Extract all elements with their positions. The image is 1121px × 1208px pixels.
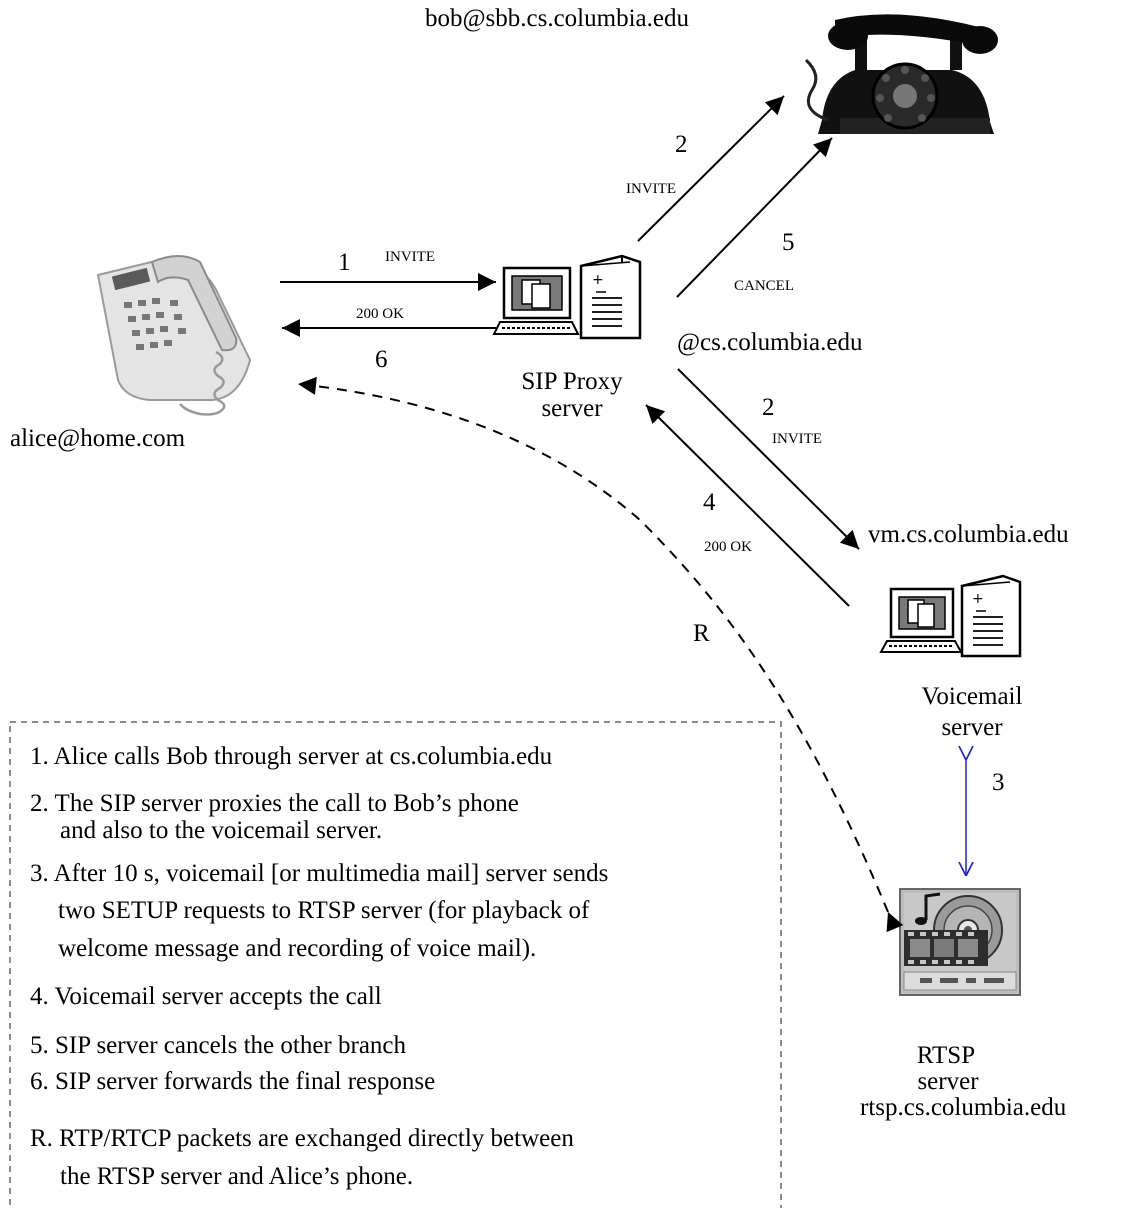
vm-name-label: Voicemail	[922, 683, 1023, 710]
rtsp-server-icon	[899, 888, 1021, 996]
arrow-5-cancel	[676, 137, 833, 298]
note-6: 6. SIP server forwards the final respons…	[30, 1068, 435, 1095]
edge-r-label: R	[693, 620, 710, 647]
rtsp-name-label-2: server	[917, 1068, 979, 1095]
proxy-name-label-2: server	[541, 395, 603, 422]
edge-3-number: 3	[992, 769, 1005, 796]
edge-5-label: CANCEL	[734, 278, 794, 294]
note-3: 3. After 10 s, voicemail [or multimedia …	[30, 860, 608, 887]
bob-address-label: bob@sbb.cs.columbia.edu	[425, 5, 689, 32]
proxy-name-label: SIP Proxy	[521, 368, 623, 395]
note-r2: the RTSP server and Alice’s phone.	[60, 1163, 413, 1190]
note-3c: welcome message and recording of voice m…	[58, 935, 536, 962]
note-2: 2. The SIP server proxies the call to Bo…	[30, 790, 519, 817]
note-1: 1. Alice calls Bob through server at cs.…	[30, 743, 553, 770]
rtsp-name-label: RTSP	[917, 1042, 975, 1069]
svg-text:+: +	[972, 591, 984, 607]
arrow-r-rtp-path	[297, 376, 904, 933]
edge-1-label: INVITE	[385, 249, 435, 265]
edge-4-label: 200 OK	[704, 539, 752, 555]
edge-4-number: 4	[703, 489, 716, 516]
edge-2b-number: 2	[762, 394, 775, 421]
arrow-2-invite-to-bob	[637, 95, 785, 242]
notes-box	[9, 721, 782, 1208]
note-2b: and also to the voicemail server.	[60, 817, 382, 844]
note-4: 4. Voicemail server accepts the call	[30, 983, 382, 1010]
note-5: 5. SIP server cancels the other branch	[30, 1032, 407, 1059]
alice-address-label: alice@home.com	[10, 425, 186, 452]
edge-1-number: 1	[338, 249, 351, 276]
rtsp-domain-label: rtsp.cs.columbia.edu	[860, 1094, 1067, 1121]
edge-2b-label: INVITE	[772, 431, 822, 447]
edge-2a-label: INVITE	[626, 181, 676, 197]
proxy-domain-label: @cs.columbia.edu	[677, 329, 863, 356]
vm-name-label-2: server	[941, 714, 1003, 741]
sip-proxy-server-icon: +	[492, 254, 642, 340]
note-3b: two SETUP requests to RTSP server (for p…	[58, 897, 590, 924]
vm-domain-label: vm.cs.columbia.edu	[868, 521, 1069, 548]
notes-list: 1. Alice calls Bob through server at cs.…	[30, 743, 608, 1190]
edge-2a-number: 2	[675, 131, 688, 158]
voicemail-server-icon: +	[879, 574, 1022, 658]
edge-5-number: 5	[782, 229, 795, 256]
bob-phone-icon	[804, 14, 998, 134]
edge-6-number: 6	[375, 346, 388, 373]
alice-phone-icon	[96, 255, 252, 416]
edge-6-label: 200 OK	[356, 306, 404, 322]
note-r: R. RTP/RTCP packets are exchanged direct…	[30, 1125, 574, 1152]
svg-text:+: +	[592, 272, 604, 288]
